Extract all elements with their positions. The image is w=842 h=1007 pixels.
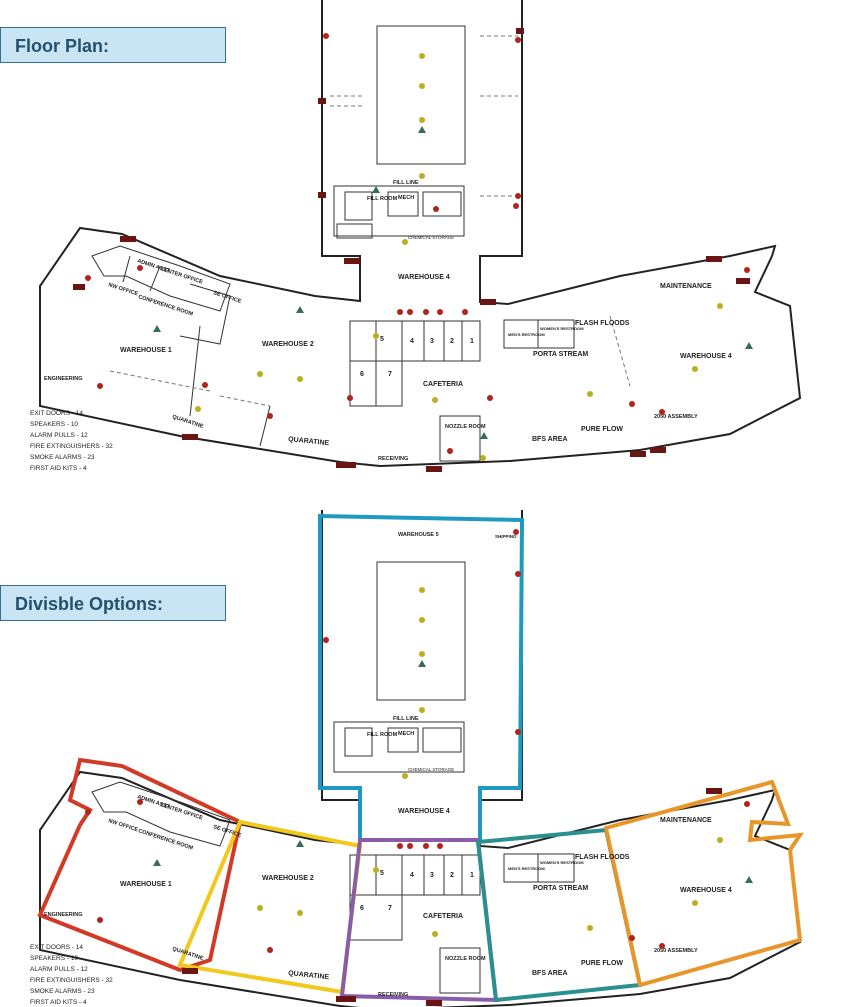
room-porta-stream-2: PORTA STREAM: [533, 885, 588, 892]
room-1: 1: [470, 338, 474, 345]
room-womens-restroom: WOMEN'S RESTROOM: [540, 326, 584, 331]
safety-markers: [73, 28, 753, 472]
room-flash-floods-2: FLASH FLOODS: [575, 854, 630, 861]
legend-speakers-2: SPEAKERS - 10: [30, 955, 78, 962]
room-2050-assembly: 2050 ASSEMBLY: [654, 414, 698, 420]
room-bfs-area-2: BFS AREA: [532, 970, 568, 977]
legend-exit-doors: EXIT DOORS - 14: [30, 410, 83, 417]
room-conference-room-2: CONFERENCE ROOM: [137, 828, 194, 851]
room-chemical-storage-2: CHEMICAL STORAGE: [408, 767, 454, 772]
room-maintenance: MAINTENANCE: [660, 283, 712, 290]
room-receiving: RECEIVING: [378, 456, 408, 462]
room-2: 2: [450, 338, 454, 345]
room-porta-stream: PORTA STREAM: [533, 351, 588, 358]
building-outline: [39, 0, 802, 468]
legend-alarm-pulls-2: ALARM PULLS - 12: [30, 966, 88, 973]
room-3: 3: [430, 338, 434, 345]
room-engineering-2: ENGINEERING: [44, 912, 83, 918]
room-pure-flow: PURE FLOW: [581, 426, 623, 433]
room-cafeteria-2: CAFETERIA: [423, 913, 463, 920]
floor-plan-top: WAREHOUSE 5 SHIPPING FILL LINE FILL ROOM…: [30, 0, 802, 472]
legend: EXIT DOORS - 14 SPEAKERS - 10 ALARM PULL…: [30, 410, 113, 472]
room-pure-flow-2: PURE FLOW: [581, 960, 623, 967]
room-warehouse1-2: WAREHOUSE 1: [120, 881, 172, 888]
interior-walls-2: [91, 561, 575, 994]
divisible-options-label: Divisble Options:: [0, 585, 226, 621]
legend-smoke-alarms: SMOKE ALARMS - 23: [30, 454, 95, 461]
zone-cafeteria[interactable]: [339, 838, 499, 1003]
room-2-2: 2: [450, 872, 454, 879]
room-chemical-storage: CHEMICAL STORAGE: [408, 235, 454, 240]
room-warehouse4-center-2: WAREHOUSE 4: [398, 808, 450, 815]
room-flash-floods: FLASH FLOODS: [575, 320, 630, 327]
zone-warehouse5[interactable]: [318, 513, 525, 842]
zone-warehouse4-right[interactable]: [603, 779, 805, 988]
room-conference-room: CONFERENCE ROOM: [137, 294, 194, 317]
room-mens-restroom: MEN'S RESTROOM: [508, 332, 545, 337]
zone-warehouse1[interactable]: [37, 757, 243, 973]
room-nw-office: NW OFFICE: [107, 282, 139, 297]
room-4-2: 4: [410, 872, 414, 879]
room-warehouse1: WAREHOUSE 1: [120, 347, 172, 354]
room-receiving-2: RECEIVING: [378, 992, 408, 998]
room-3-2: 3: [430, 872, 434, 879]
zone-warehouse2[interactable]: [177, 819, 363, 995]
legend-alarm-pulls: ALARM PULLS - 12: [30, 432, 88, 439]
room-7-2: 7: [388, 905, 392, 912]
room-nw-office-2: NW OFFICE: [107, 818, 139, 833]
room-engineering: ENGINEERING: [44, 376, 83, 382]
room-warehouse2: WAREHOUSE 2: [262, 341, 314, 348]
room-6: 6: [360, 371, 364, 378]
legend-first-aid-kits: FIRST AID KITS - 4: [30, 465, 87, 472]
room-5-2: 5: [380, 870, 384, 877]
room-2050-assembly-2: 2050 ASSEMBLY: [654, 948, 698, 954]
room-5: 5: [380, 336, 384, 343]
room-fill-line: FILL LINE: [393, 180, 419, 186]
room-nozzle-room: NOZZLE ROOM: [445, 424, 486, 430]
room-center-office: CENTER OFFICE: [159, 266, 203, 286]
legend-fire-extinguishers: FIRE EXTINGUISHERS - 32: [30, 443, 113, 450]
room-mech: MECH: [398, 195, 414, 201]
room-mech-2: MECH: [398, 731, 414, 737]
room-warehouse2-2: WAREHOUSE 2: [262, 875, 314, 882]
room-fill-line-2: FILL LINE: [393, 716, 419, 722]
room-7: 7: [388, 371, 392, 378]
room-nozzle-room-2: NOZZLE ROOM: [445, 956, 486, 962]
room-6-2: 6: [360, 905, 364, 912]
room-center-office-2: CENTER OFFICE: [159, 802, 203, 822]
interior-walls: [91, 25, 575, 462]
legend-speakers: SPEAKERS - 10: [30, 421, 78, 428]
room-warehouse4-right-2: WAREHOUSE 4: [680, 887, 732, 894]
room-bfs-area: BFS AREA: [532, 436, 568, 443]
legend-exit-doors-2: EXIT DOORS - 14: [30, 944, 83, 951]
legend-fire-extinguishers-2: FIRE EXTINGUISHERS - 32: [30, 977, 113, 984]
room-womens-restroom-2: WOMEN'S RESTROOM: [540, 860, 584, 865]
room-quaratine-right-2: QUARATINE: [288, 970, 330, 981]
dashed-markings: [109, 35, 631, 407]
legend-smoke-alarms-2: SMOKE ALARMS - 23: [30, 988, 95, 995]
room-mens-restroom-2: MEN'S RESTROOM: [508, 866, 545, 871]
building-outline-2: [39, 510, 802, 1007]
divisible-zones: [37, 513, 805, 1003]
room-maintenance-2: MAINTENANCE: [660, 817, 712, 824]
room-warehouse4-center: WAREHOUSE 4: [398, 274, 450, 281]
room-4: 4: [410, 338, 414, 345]
floor-plan-divisible: WAREHOUSE 5 SHIPPING FILL LINE FILL ROOM…: [30, 510, 805, 1007]
room-1-2: 1: [470, 872, 474, 879]
legend-first-aid-kits-2: FIRST AID KITS - 4: [30, 999, 87, 1006]
legend-2: EXIT DOORS - 14 SPEAKERS - 10 ALARM PULL…: [30, 944, 113, 1006]
room-fill-room: FILL ROOM: [367, 196, 398, 202]
safety-markers-2: [85, 529, 753, 1006]
room-quaratine-right: QUARATINE: [288, 436, 330, 447]
floor-plan-label: Floor Plan:: [0, 27, 226, 63]
room-fill-room-2: FILL ROOM: [367, 732, 398, 738]
room-quaratine-left: QUARATINE: [171, 414, 204, 430]
room-shipping-2: SHIPPING: [495, 534, 517, 539]
room-warehouse5-2: WAREHOUSE 5: [398, 532, 439, 538]
room-warehouse4-right: WAREHOUSE 4: [680, 353, 732, 360]
room-cafeteria: CAFETERIA: [423, 381, 463, 388]
